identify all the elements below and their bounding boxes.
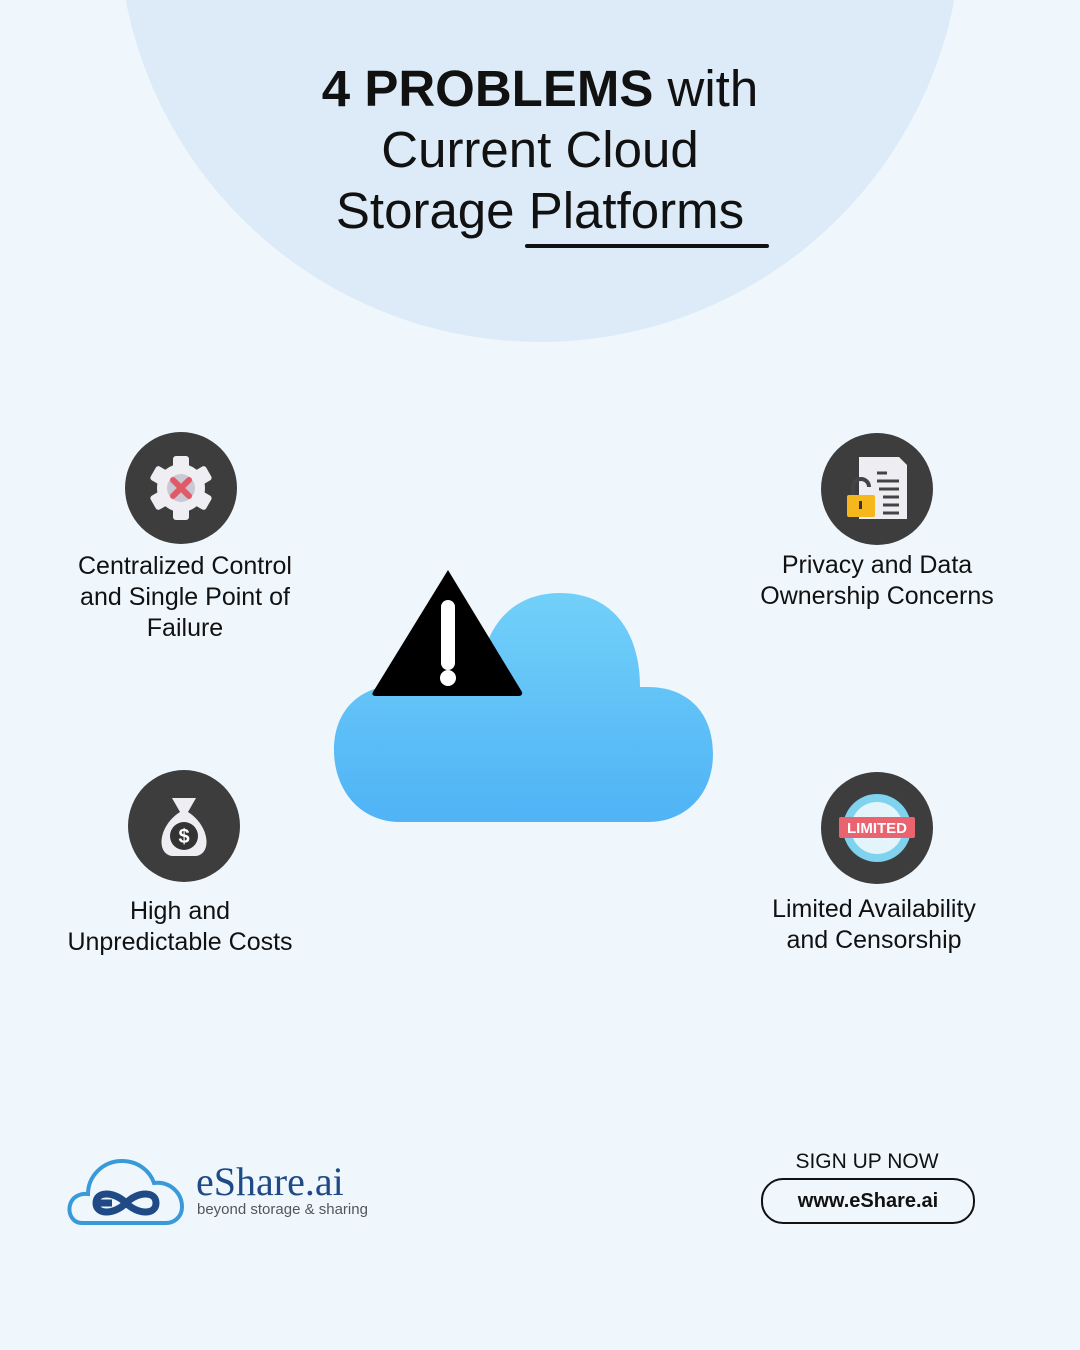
website-link-button[interactable]: www.eShare.ai (761, 1178, 975, 1224)
title-line3b: Platforms (528, 182, 745, 239)
page-title: 4 PROBLEMS with Current Cloud Storage Pl… (0, 58, 1080, 241)
brand-tagline: beyond storage & sharing (197, 1201, 368, 1218)
svg-text:LIMITED: LIMITED (847, 820, 907, 837)
eshare-logo-icon (67, 1158, 185, 1225)
gear-x-icon (125, 432, 237, 544)
title-underline (525, 244, 769, 248)
signup-text: SIGN UP NOW (795, 1150, 939, 1173)
title-line1: with (653, 60, 759, 117)
money-bag-icon: $ (128, 770, 240, 882)
limited-stamp-icon: LIMITED (821, 772, 933, 884)
title-line2: Current Cloud (381, 121, 699, 178)
cloud-warning-illustration (334, 570, 713, 822)
locked-document-icon (821, 433, 933, 545)
title-bold: 4 PROBLEMS (321, 60, 654, 117)
cloud-icon (334, 593, 713, 822)
brand-name: eShare.ai (196, 1159, 344, 1204)
title-line3a: Storage (335, 182, 529, 239)
svg-text:$: $ (178, 826, 189, 848)
